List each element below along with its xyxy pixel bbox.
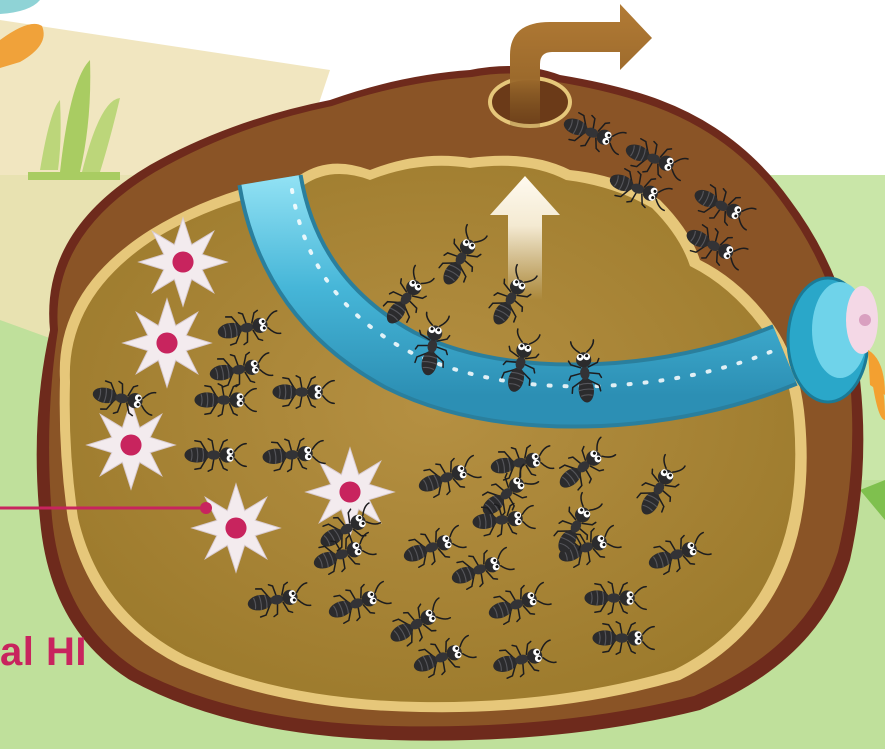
- starburst-icon: [123, 299, 211, 387]
- starburst-icon: [192, 484, 280, 572]
- spray-nozzle-icon: [788, 278, 885, 402]
- callout-label: al HI: [0, 630, 87, 675]
- starburst-icon: [139, 218, 227, 306]
